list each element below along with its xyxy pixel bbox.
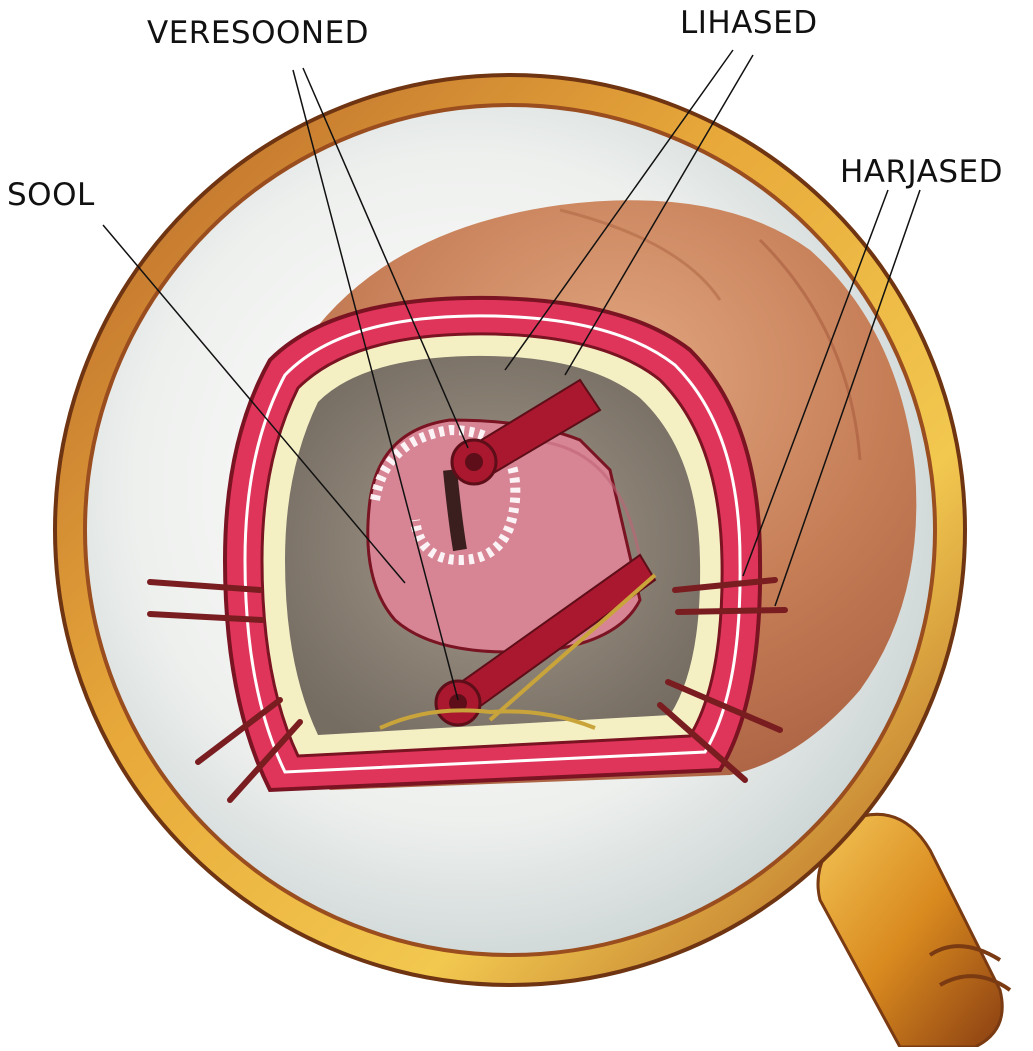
label-harjased: HARJASED (840, 157, 1003, 188)
label-lihased: LIHASED (680, 8, 818, 39)
magnifier-handle (818, 814, 1010, 1047)
label-sool: SOOL (7, 180, 95, 211)
label-veresooned: VERESOONED (147, 18, 369, 49)
